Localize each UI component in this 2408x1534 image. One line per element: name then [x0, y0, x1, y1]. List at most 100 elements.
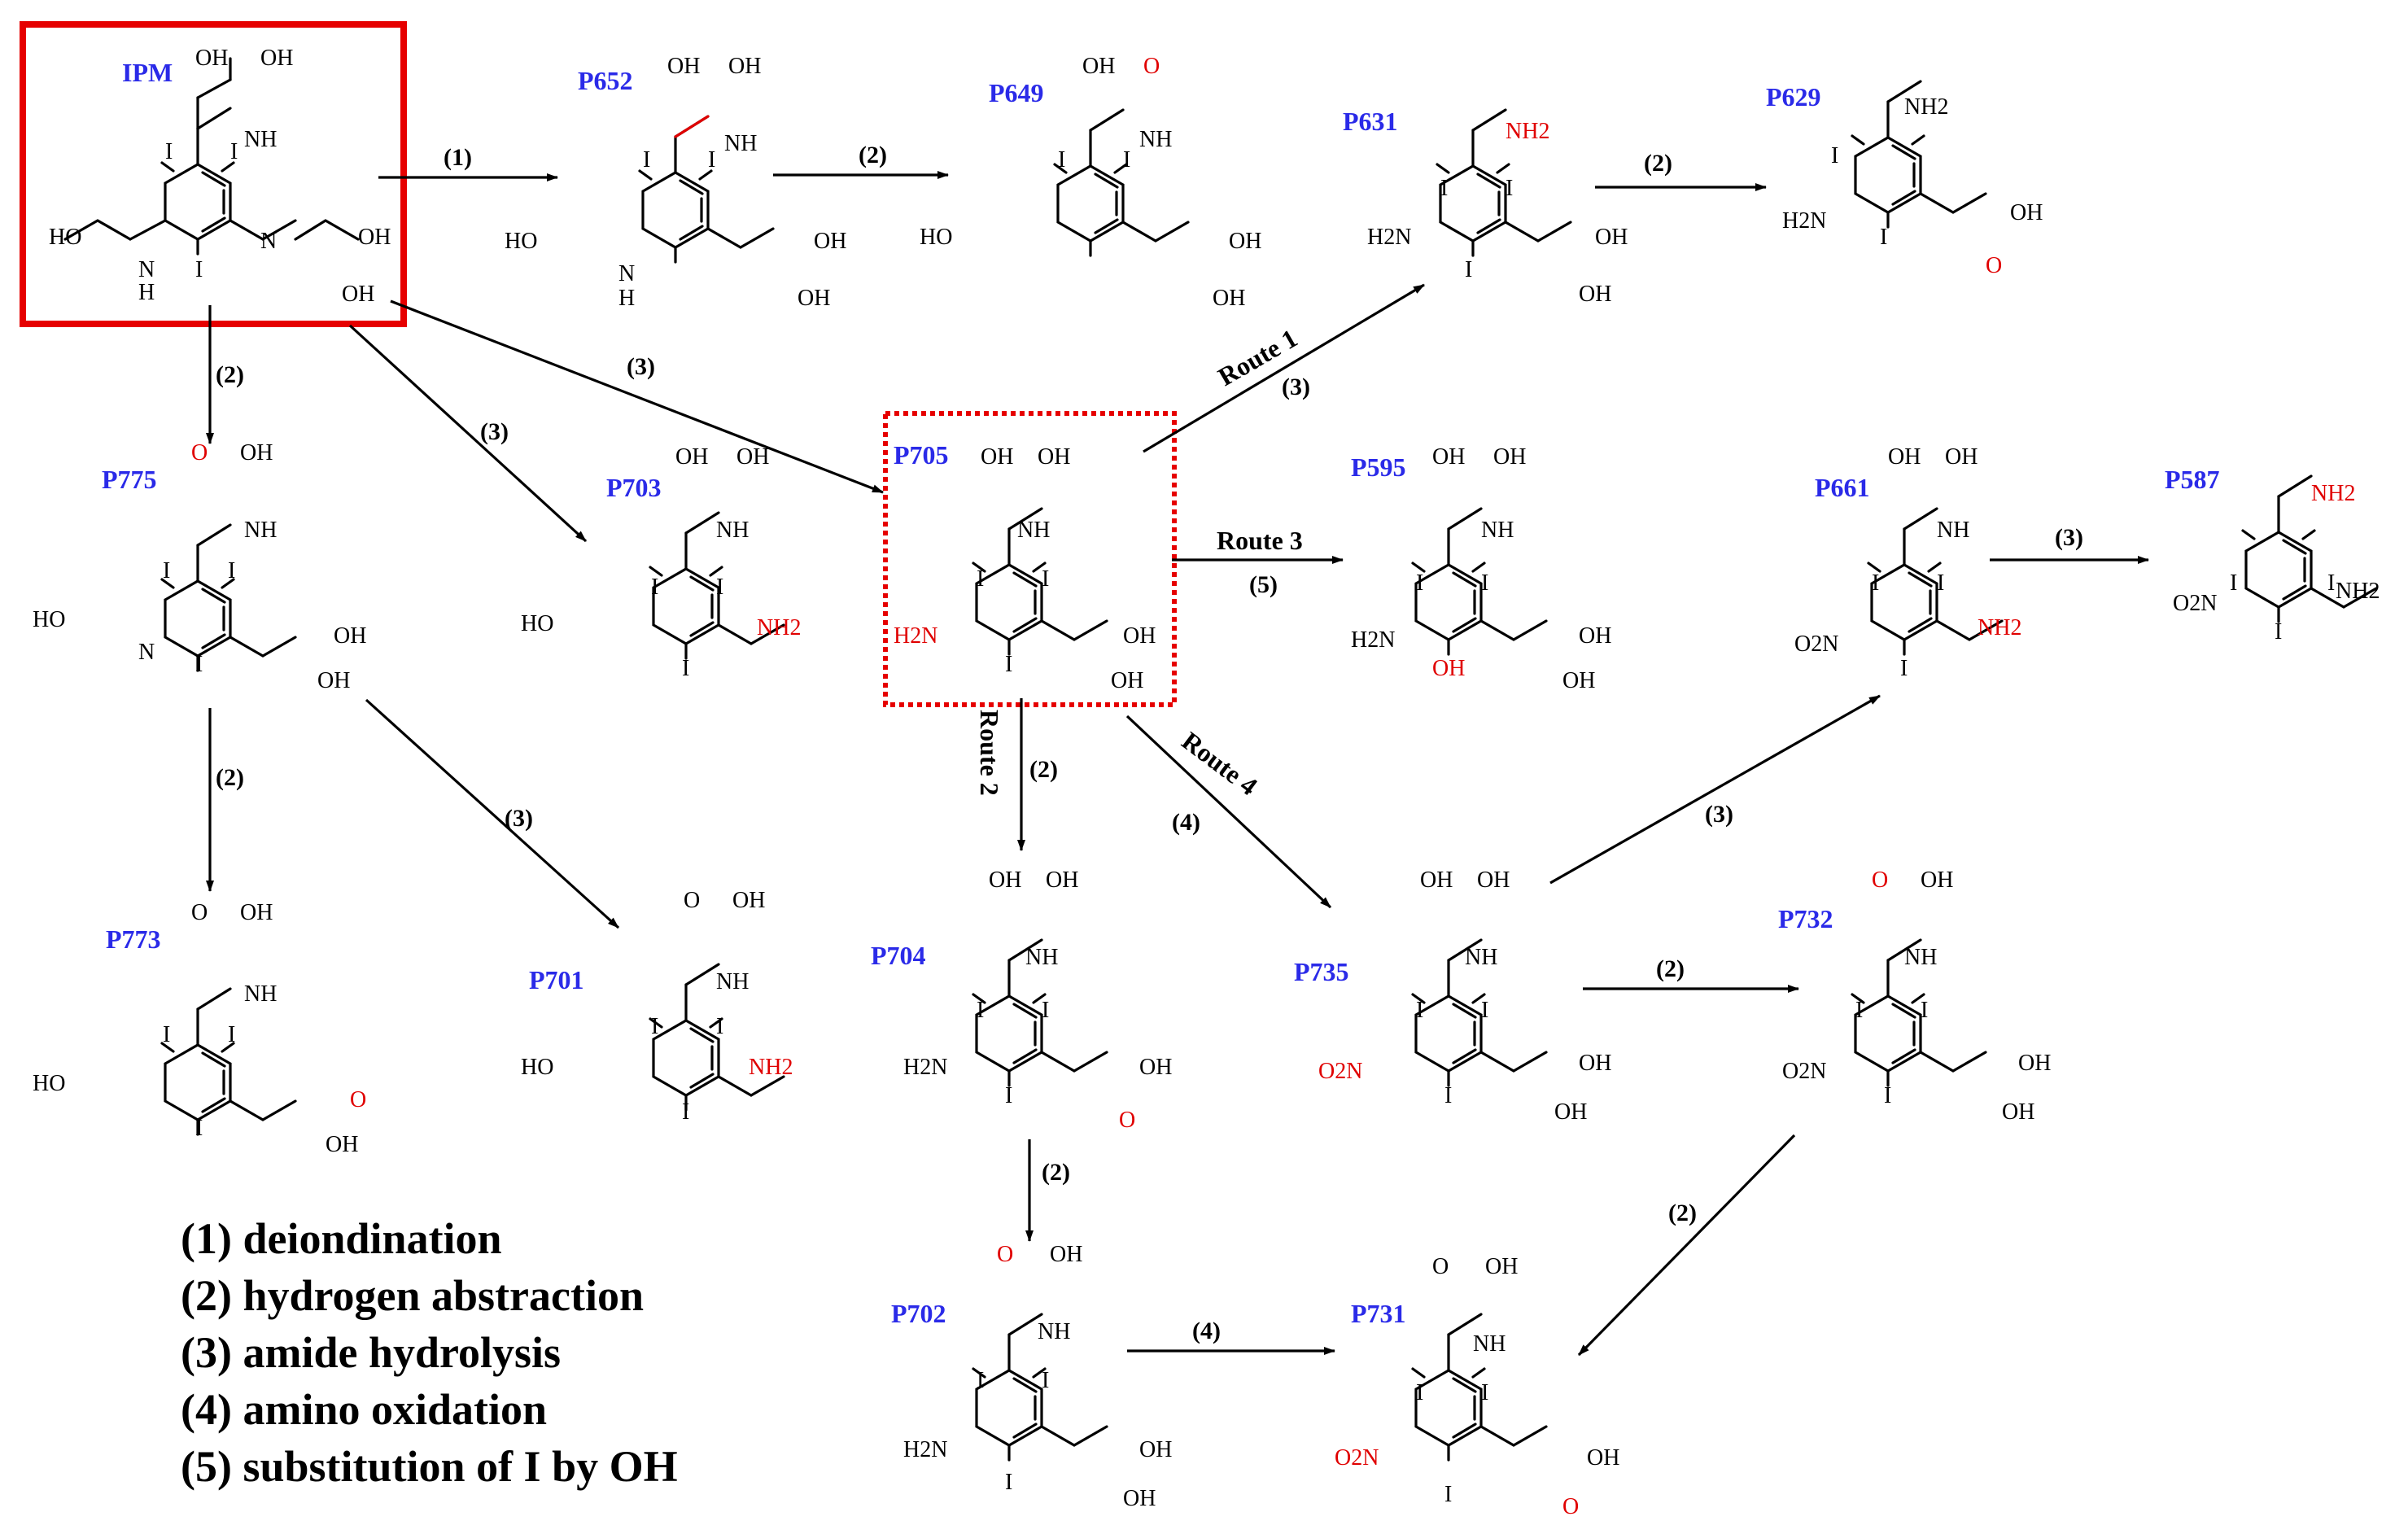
svg-text:H2N: H2N [903, 1437, 947, 1462]
svg-text:OH: OH [667, 54, 700, 79]
svg-text:OH: OH [1554, 1099, 1587, 1125]
svg-text:OH: OH [2002, 1099, 2034, 1125]
svg-text:OH: OH [981, 444, 1013, 470]
svg-text:I: I [716, 1014, 723, 1039]
legend-item-5: (5) substitution of I by OH [181, 1442, 678, 1491]
structure-ipm: HO N H I I I N OH OH NH OH OH [49, 46, 391, 307]
svg-text:I: I [163, 558, 170, 583]
svg-text:OH: OH [195, 46, 228, 71]
structure-p775: HO N I I I NH O OH OH OH [33, 440, 366, 693]
svg-text:O: O [684, 888, 700, 913]
svg-text:I: I [1900, 656, 1908, 681]
svg-text:OH: OH [1038, 444, 1070, 470]
svg-text:OH: OH [1595, 225, 1628, 250]
svg-text:O: O [1119, 1108, 1135, 1133]
structure-p731: O2N I I I NH O OH OH O [1335, 1254, 1619, 1519]
svg-text:OH: OH [1123, 1486, 1156, 1511]
svg-text:I: I [2327, 570, 2335, 596]
svg-text:I: I [651, 1014, 658, 1039]
svg-text:NH: NH [1025, 945, 1058, 970]
svg-text:I: I [1444, 1083, 1452, 1108]
structure-p735: O2N I I I NH OH OH OH OH [1318, 868, 1611, 1125]
svg-text:OH: OH [1420, 868, 1453, 893]
label-ipm: IPM [122, 58, 173, 87]
svg-text:NH: NH [1139, 127, 1172, 152]
svg-text:I: I [1831, 143, 1838, 168]
svg-text:OH: OH [1485, 1254, 1518, 1279]
svg-text:OH: OH [1493, 444, 1526, 470]
svg-text:NH: NH [1473, 1331, 1506, 1357]
label-p773: P773 [106, 924, 161, 954]
svg-text:OH: OH [2010, 200, 2043, 225]
svg-text:OH: OH [1579, 282, 1611, 307]
svg-text:I: I [1444, 1482, 1452, 1507]
ipm-highlight-box [20, 21, 407, 327]
svg-text:OH: OH [240, 900, 273, 925]
svg-text:OH: OH [675, 444, 708, 470]
step-ipm-p652: (1) [444, 144, 472, 171]
svg-text:I: I [708, 147, 715, 173]
route-3-label: Route 3 [1217, 526, 1303, 555]
step-p652-p649: (2) [859, 142, 887, 168]
svg-text:NH: NH [244, 518, 277, 543]
label-p703: P703 [606, 473, 662, 502]
svg-text:O: O [191, 440, 208, 465]
svg-text:O: O [1562, 1494, 1579, 1519]
svg-text:O2N: O2N [2173, 591, 2217, 616]
label-p775: P775 [102, 465, 157, 494]
step-p702-p731: (4) [1192, 1318, 1221, 1344]
svg-text:I: I [1884, 1083, 1891, 1108]
svg-text:OH: OH [1082, 54, 1115, 79]
step-p705-p631: (3) [1282, 374, 1310, 400]
svg-text:OH: OH [342, 282, 374, 307]
svg-text:HO: HO [505, 229, 537, 254]
svg-text:I: I [195, 652, 203, 677]
svg-text:NH: NH [724, 131, 757, 156]
svg-text:NH: NH [716, 969, 749, 994]
svg-text:OH: OH [1050, 1242, 1082, 1267]
route-4-label: Route 4 [1177, 726, 1263, 801]
svg-text:I: I [163, 1022, 170, 1047]
svg-text:I: I [1506, 176, 1513, 201]
svg-text:I: I [977, 566, 984, 592]
label-p649: P649 [989, 78, 1044, 107]
svg-text:OH: OH [1046, 868, 1078, 893]
structure-p595: H2N I I OH NH OH OH OH OH [1351, 444, 1611, 693]
svg-text:NH2: NH2 [749, 1055, 793, 1080]
svg-text:I: I [1937, 570, 1944, 596]
svg-text:I: I [1855, 998, 1863, 1023]
svg-text:OH: OH [334, 623, 366, 649]
structure-p702: H2N I I I NH O OH OH OH [903, 1242, 1172, 1511]
label-p705: P705 [894, 440, 949, 470]
svg-text:OH: OH [1111, 668, 1143, 693]
label-p652: P652 [578, 66, 633, 95]
svg-text:I: I [195, 257, 203, 282]
step-p775-p701: (3) [505, 805, 533, 832]
svg-text:OH: OH [2018, 1051, 2051, 1076]
svg-text:H2N: H2N [1367, 225, 1411, 250]
svg-text:I: I [682, 1099, 689, 1125]
label-p631: P631 [1343, 107, 1398, 136]
label-p595: P595 [1351, 452, 1406, 482]
svg-text:NH: NH [1937, 518, 1969, 543]
legend: (1) deiondination (2) hydrogen abstracti… [181, 1214, 678, 1491]
svg-text:O: O [191, 900, 208, 925]
svg-text:I: I [228, 558, 235, 583]
svg-text:NH: NH [1465, 945, 1497, 970]
svg-text:I: I [651, 575, 658, 600]
svg-text:OH: OH [326, 1132, 358, 1157]
svg-text:OH: OH [1579, 1051, 1611, 1076]
svg-text:OH: OH [1921, 868, 1953, 893]
structure-p704: H2N I I I NH OH OH OH O [903, 868, 1172, 1133]
svg-text:H: H [138, 280, 155, 305]
svg-text:I: I [2230, 570, 2237, 596]
svg-text:OH: OH [1945, 444, 1978, 470]
svg-text:O: O [350, 1087, 366, 1112]
svg-text:O2N: O2N [1335, 1445, 1379, 1471]
svg-text:OH: OH [1123, 623, 1156, 649]
svg-text:HO: HO [49, 225, 81, 250]
svg-text:I: I [1005, 1470, 1012, 1495]
svg-text:NH: NH [244, 981, 277, 1007]
svg-text:NH: NH [1017, 518, 1050, 543]
reaction-arrows [206, 171, 2149, 1357]
